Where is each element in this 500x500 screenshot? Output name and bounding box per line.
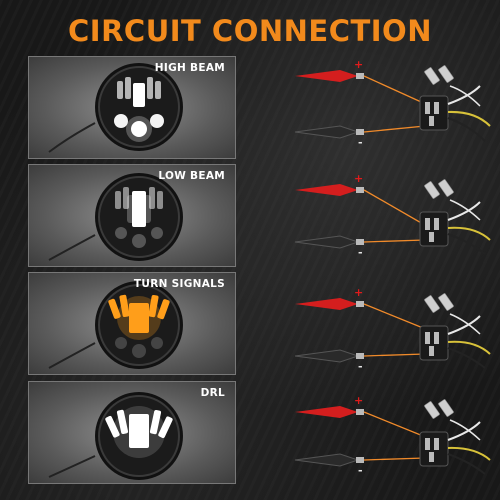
wiring-illustration xyxy=(294,293,491,369)
wiring-diagram-low-beam: + - xyxy=(280,168,500,278)
black-clip-icon xyxy=(294,125,364,139)
red-clip-icon xyxy=(295,406,364,418)
wiring-diagram-drl: + - xyxy=(280,392,500,500)
wiring-diagram-high-beam: + - xyxy=(280,56,500,166)
headlight-high-beam-icon xyxy=(48,63,183,153)
black-clip-icon xyxy=(294,349,364,363)
wiring-illustration xyxy=(294,179,491,255)
wiring-diagram-turn-signals: + - xyxy=(280,282,500,392)
wiring-illustration xyxy=(294,65,491,142)
positive-sign: + xyxy=(354,58,364,71)
headlight-low-beam-icon xyxy=(48,173,183,261)
red-clip-icon xyxy=(295,298,364,310)
black-clip-icon xyxy=(294,235,364,249)
mode-panel-low-beam: LOW BEAM xyxy=(28,164,236,267)
wiring-illustration xyxy=(294,399,491,475)
negative-sign: - xyxy=(358,464,363,477)
positive-sign: + xyxy=(354,286,364,299)
red-clip-icon xyxy=(295,70,364,82)
mode-label: TURN SIGNALS xyxy=(133,278,225,290)
headlight-turn-signal-icon xyxy=(48,281,183,369)
headlight-drl-icon xyxy=(48,392,183,480)
negative-sign: - xyxy=(358,136,363,149)
negative-sign: - xyxy=(358,246,363,259)
mode-panel-high-beam: HIGH BEAM xyxy=(28,56,236,159)
positive-sign: + xyxy=(354,172,364,185)
mode-panel-turn-signals: TURN SIGNALS xyxy=(28,272,236,375)
red-clip-icon xyxy=(295,184,364,196)
negative-sign: - xyxy=(358,360,363,373)
black-clip-icon xyxy=(294,453,364,467)
page-title: CIRCUIT CONNECTION xyxy=(68,14,432,48)
mode-panel-drl: DRL xyxy=(28,381,236,484)
mode-label: DRL xyxy=(200,387,225,399)
positive-sign: + xyxy=(354,394,364,407)
mode-label: HIGH BEAM xyxy=(154,62,225,74)
mode-label: LOW BEAM xyxy=(158,170,225,182)
